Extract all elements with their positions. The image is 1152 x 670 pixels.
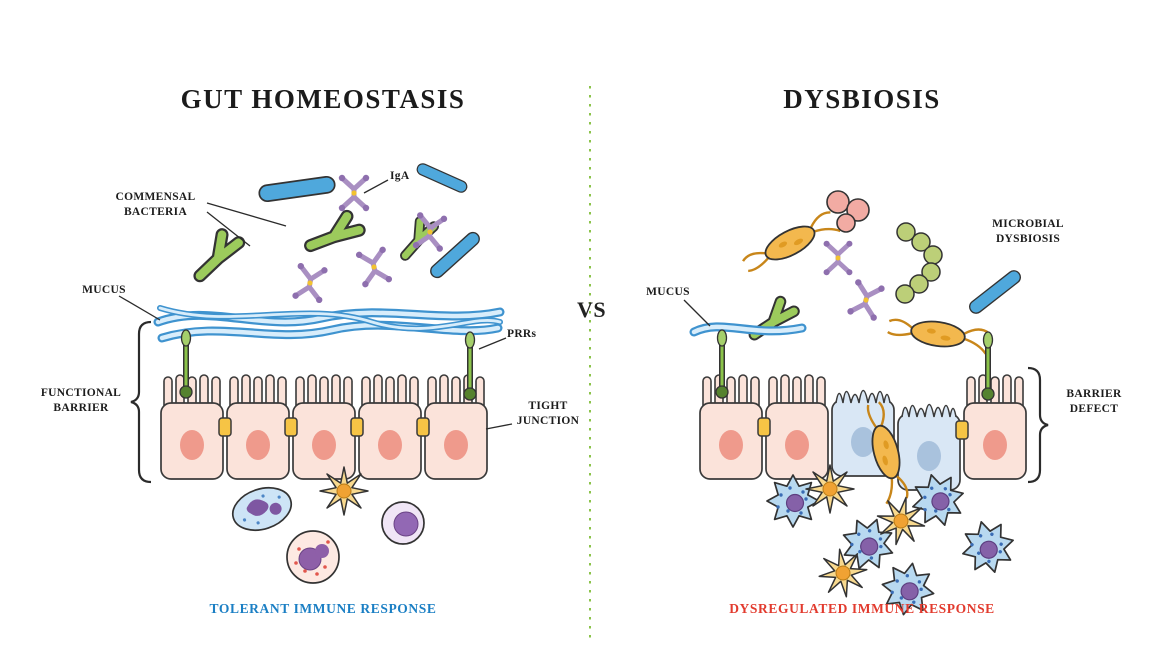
commensal-bacteria-cluster xyxy=(191,161,483,303)
epithelial-cell xyxy=(699,374,763,480)
label-prrs: PRRs xyxy=(507,328,537,340)
leader-lines-right xyxy=(683,299,711,327)
dendritic-cell xyxy=(805,464,855,514)
prr-receptor xyxy=(464,332,476,400)
tight-junction xyxy=(284,417,298,437)
iga-antibody xyxy=(824,241,853,276)
prr-receptor xyxy=(982,332,994,400)
green-bacterium xyxy=(191,231,244,276)
label-mucus-left: MUCUS xyxy=(82,284,126,296)
tight-junction xyxy=(955,420,969,440)
green-bacterium xyxy=(311,212,361,252)
pink-coccus xyxy=(846,198,870,222)
epithelial-cell xyxy=(292,374,356,480)
label-mucus-right: MUCUS xyxy=(646,286,690,298)
title-dysbiosis: DYSBIOSIS xyxy=(783,84,941,114)
macrophage-cell xyxy=(951,510,1025,584)
epithelial-cell xyxy=(358,374,422,480)
footer-tolerant-immune-response: TOLERANT IMMUNE RESPONSE xyxy=(209,601,437,616)
title-gut-homeostasis: GUT HOMEOSTASIS xyxy=(180,84,466,114)
pink-coccus xyxy=(826,190,850,214)
epithelial-cell xyxy=(765,374,829,480)
granulocyte-dotted-cell xyxy=(286,530,340,584)
immune-cells-left xyxy=(231,466,425,584)
iga-antibody xyxy=(355,246,392,288)
epithelium-right xyxy=(699,330,1027,505)
blue-rod-bacterium xyxy=(427,229,483,281)
tight-junction xyxy=(757,417,771,437)
prr-receptor xyxy=(716,330,728,398)
label-commensal-bacteria: COMMENSAL BACTERIA xyxy=(115,191,196,218)
dendritic-cell xyxy=(319,466,369,516)
blue-rod-bacterium xyxy=(966,267,1024,317)
epithelial-cell xyxy=(226,374,290,480)
barrier-defect-bracket xyxy=(1027,366,1049,484)
label-barrier-defect: BARRIER DEFECT xyxy=(1066,388,1122,415)
epithelium-left xyxy=(160,330,488,480)
label-iga: IgA xyxy=(390,170,410,182)
granulocyte-cell xyxy=(231,486,293,532)
label-functional-barrier: FUNCTIONAL BARRIER xyxy=(40,387,122,414)
green-cocci-chain xyxy=(895,222,943,304)
epithelial-cell xyxy=(963,374,1027,480)
pink-coccus xyxy=(836,213,856,233)
tight-junction xyxy=(218,417,232,437)
leader-lines-left xyxy=(118,179,513,430)
blue-rod-bacterium xyxy=(257,174,337,204)
lymphocyte-cell xyxy=(381,501,425,545)
iga-antibody xyxy=(292,262,328,303)
iga-antibody xyxy=(847,278,886,321)
tight-junction xyxy=(350,417,364,437)
tight-junction xyxy=(416,417,430,437)
mucus-layer-right xyxy=(689,322,807,337)
macrophage-cell xyxy=(766,474,820,528)
panel-gut-homeostasis xyxy=(118,161,513,584)
flagellated-pathogen xyxy=(885,313,991,356)
vs-label: VS xyxy=(577,297,607,322)
panel-dysbiosis xyxy=(683,190,1049,620)
dysbiosis-microbe-cluster xyxy=(739,190,1024,356)
footer-dysregulated-immune-response: DYSREGULATED IMMUNE RESPONSE xyxy=(729,601,995,616)
epithelial-cell xyxy=(424,374,488,480)
label-microbial-dysbiosis: MICROBIAL DYSBIOSIS xyxy=(992,218,1064,245)
label-tight-junction: TIGHT JUNCTION xyxy=(516,400,580,427)
functional-barrier-bracket xyxy=(130,320,152,484)
prr-receptor xyxy=(180,330,192,398)
mucus-layer-left xyxy=(153,305,505,343)
immune-cells-right xyxy=(766,464,1025,620)
